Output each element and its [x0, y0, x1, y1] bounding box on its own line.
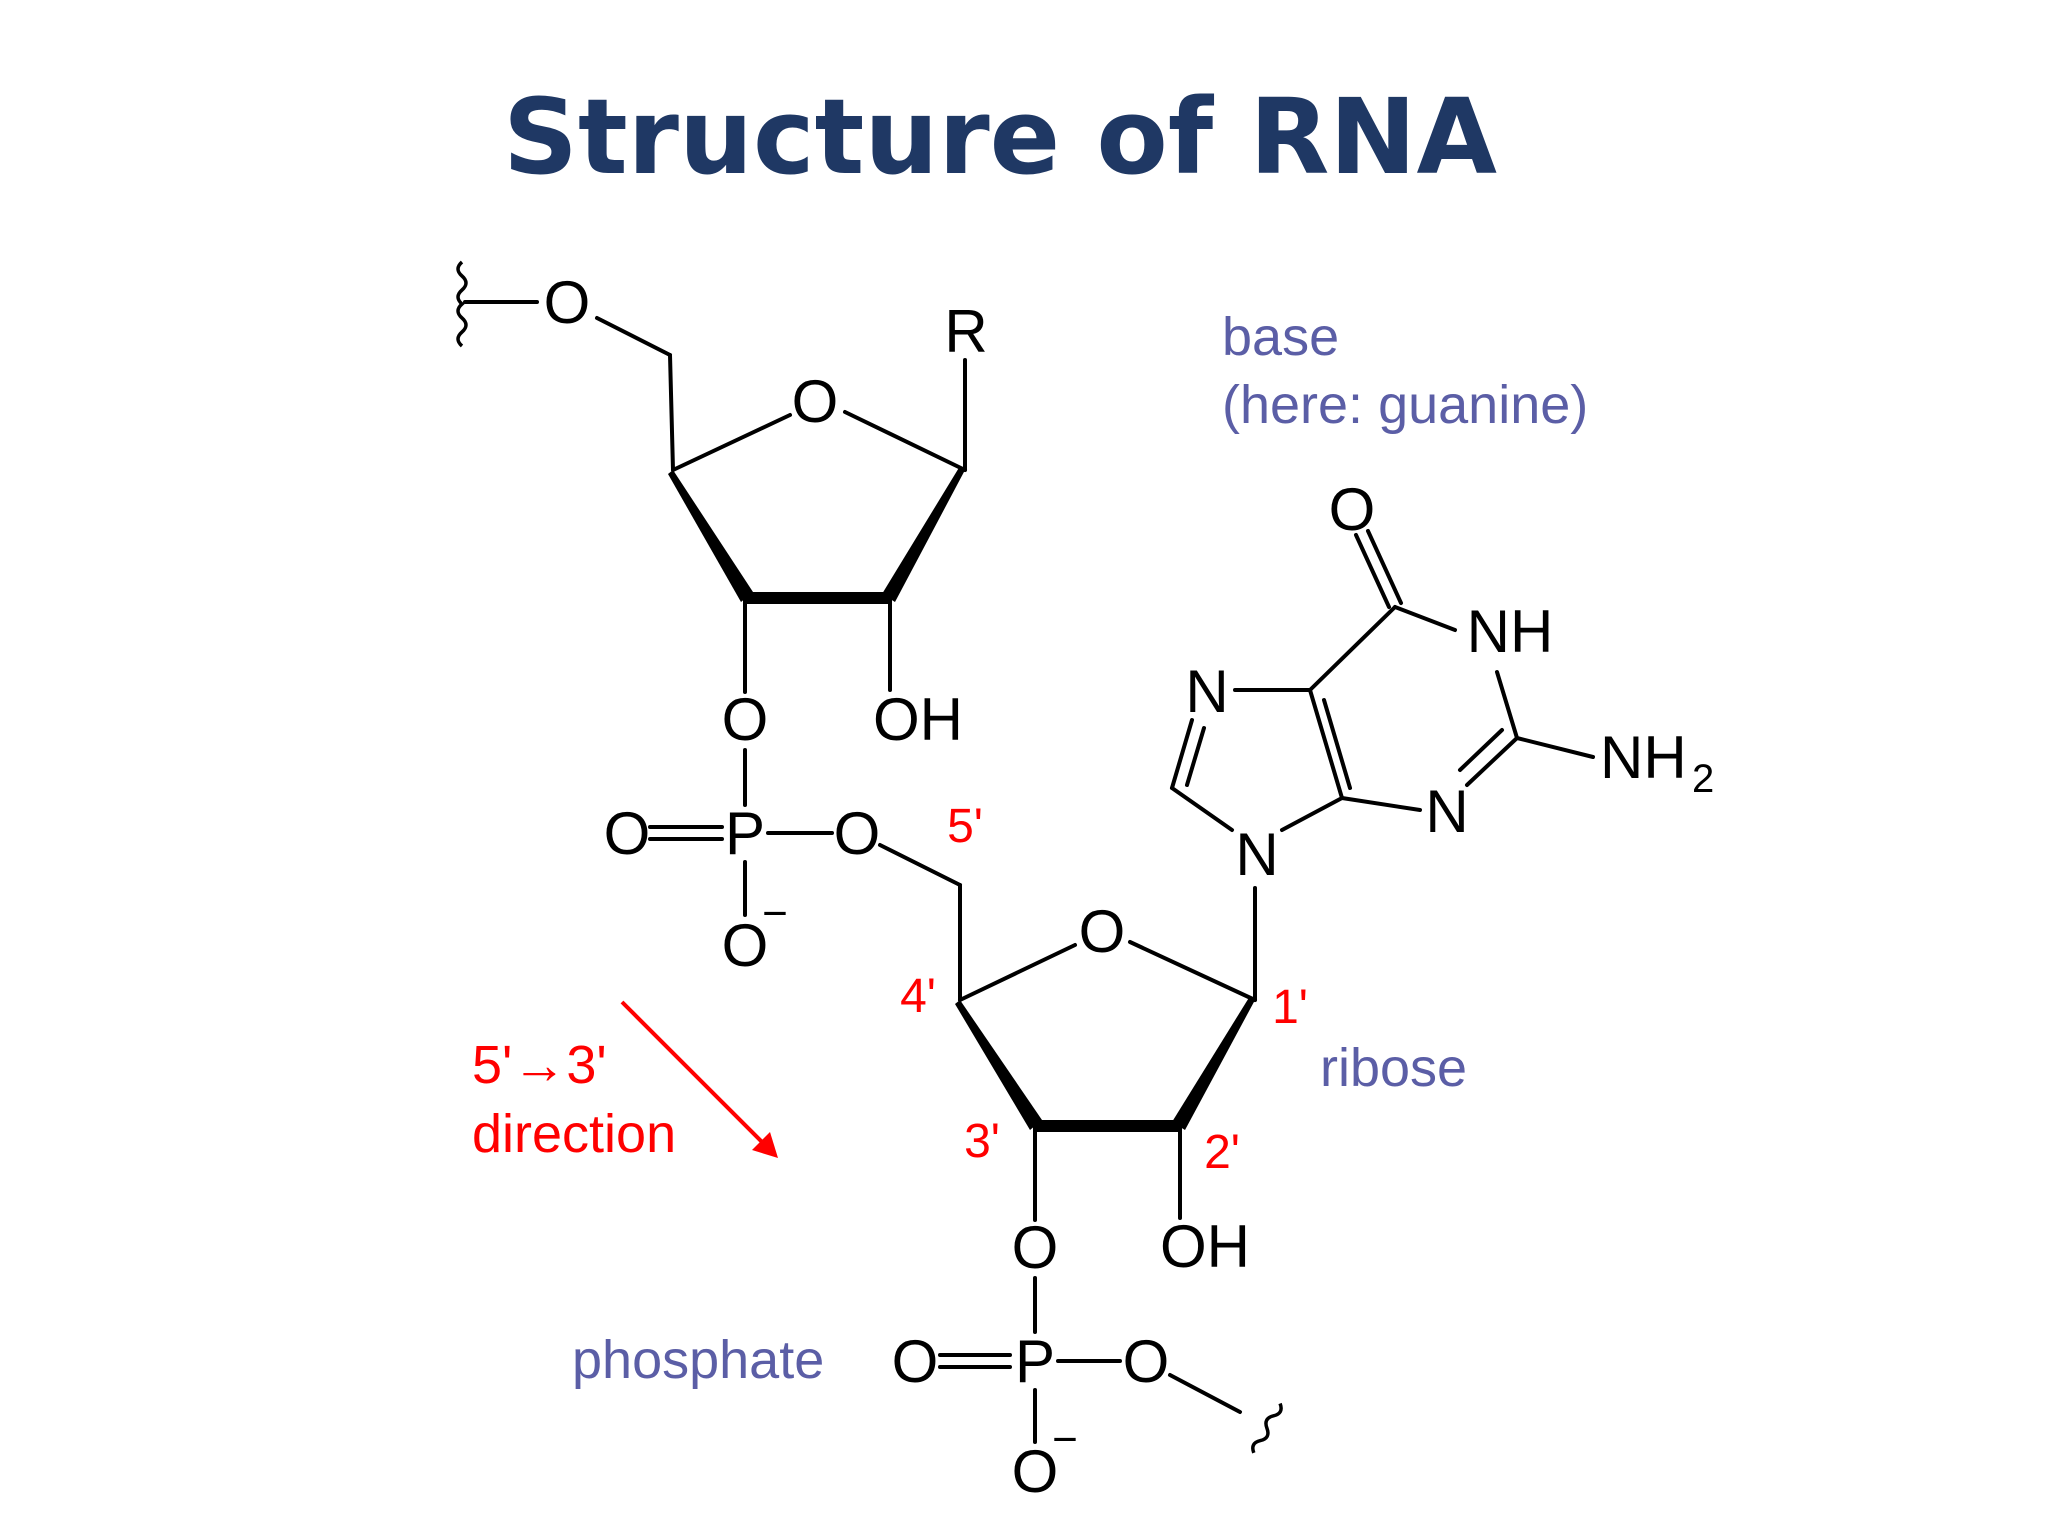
g-n7-atom: N [1185, 658, 1228, 725]
upper-o4-c1-bond [843, 410, 967, 472]
carbon-3-label: 3' [964, 1115, 1000, 1168]
g-n9-atom: N [1235, 821, 1278, 888]
g-n1-c2-bond [1495, 670, 1519, 740]
g-c5-c4-bond-inner [1322, 698, 1352, 790]
g-o6-atom: O [1329, 476, 1376, 543]
phosphate-group-2: O P O O − [892, 1276, 1283, 1505]
ribose-label: ribose [1320, 1038, 1467, 1098]
g-n9-c8-bond [1170, 786, 1234, 832]
g-c8-n7-bond [1170, 718, 1194, 790]
g-c5-c6-bond [1308, 605, 1397, 692]
p2-o-minus-atom: O [1012, 1438, 1059, 1505]
base-note-label: (here: guanine) [1222, 375, 1588, 435]
page-title: Structure of RNA [503, 76, 1497, 198]
p1-negative-charge: − [762, 889, 788, 938]
carbon-2-label: 2' [1204, 1126, 1240, 1179]
g-c6-n1-bond [1393, 605, 1457, 632]
g-c8-n7-bond-inner [1185, 726, 1206, 787]
p2-p-atom: P [1015, 1328, 1055, 1395]
direction-line2-label: direction [472, 1104, 676, 1164]
upper-r-atom: R [944, 298, 987, 365]
upper-ribose: O O R OH O [456, 260, 988, 753]
g-nh2-subscript: 2 [1692, 757, 1714, 801]
g-nh2-atom: NH [1600, 724, 1687, 791]
lower-ring-o-atom: O [1079, 898, 1126, 965]
upper-c4-c3-wedge [668, 470, 753, 602]
p1-o-c5-bond [878, 843, 962, 887]
upper-oh-atom: OH [873, 686, 963, 753]
g-n1h-atom: NH [1467, 598, 1554, 665]
p2-negative-charge: − [1052, 1415, 1078, 1464]
p1-o-bridge-atom: O [834, 800, 881, 867]
carbon-4-label: 4' [900, 970, 936, 1023]
g-c5-c4-bond [1308, 688, 1344, 800]
g-c2-n3-bond-inner [1458, 728, 1504, 772]
base-label: base [1222, 307, 1339, 367]
upper-c5-c4-bond [668, 353, 675, 472]
upper-ring-o-atom: O [792, 368, 839, 435]
phosphate-group-1: O P O O − [604, 748, 962, 979]
upper-o3-atom: O [722, 686, 769, 753]
carbon-1-label: 1' [1272, 981, 1308, 1034]
carbon-5-label: 5' [947, 800, 983, 853]
upper-c4-o4-bond [671, 413, 792, 472]
g-c2-n3-bond [1465, 736, 1519, 787]
g-c2-nh2-bond [1515, 736, 1595, 759]
p2-o-double-atom: O [892, 1328, 939, 1395]
upper-o5-atom: O [544, 269, 591, 336]
g-c4-n9-bond [1280, 796, 1344, 832]
lower-o3-atom: O [1012, 1214, 1059, 1281]
upper-o5-c5-bond [595, 316, 672, 357]
lower-ribose: O OH O 5' 4' 1' 3' 2' [900, 800, 1308, 1281]
guanine-base: N N O NH NH 2 N [1170, 476, 1714, 888]
g-c6-o6-bond-a [1354, 533, 1391, 609]
p2-o-ester-atom: O [1123, 1328, 1170, 1395]
g-c6-o6-bond-b [1366, 529, 1403, 605]
p1-p-atom: P [725, 800, 765, 867]
lower-c4-o4-bond [958, 943, 1077, 1002]
lower-o4-c1-bond [1128, 940, 1257, 1002]
lower-oh-atom: OH [1160, 1213, 1250, 1280]
direction-arrow-icon [620, 1000, 778, 1158]
phosphate-label: phosphate [572, 1330, 824, 1390]
lower-c4-c3-wedge [955, 1000, 1042, 1130]
g-n3-atom: N [1425, 778, 1468, 845]
lower-c1-c2-wedge [1172, 996, 1255, 1130]
direction-line1-label: 5'→3' [472, 1035, 607, 1095]
p2-o-chain-bond [1168, 1373, 1242, 1414]
p1-o-minus-atom: O [722, 912, 769, 979]
upper-c1-c2-wedge [882, 466, 965, 602]
lower-chain-break-icon [1251, 1402, 1283, 1454]
g-n3-c4-bond [1340, 796, 1422, 812]
upper-chain-break-icon [456, 260, 468, 348]
p1-o-double-atom: O [604, 800, 651, 867]
